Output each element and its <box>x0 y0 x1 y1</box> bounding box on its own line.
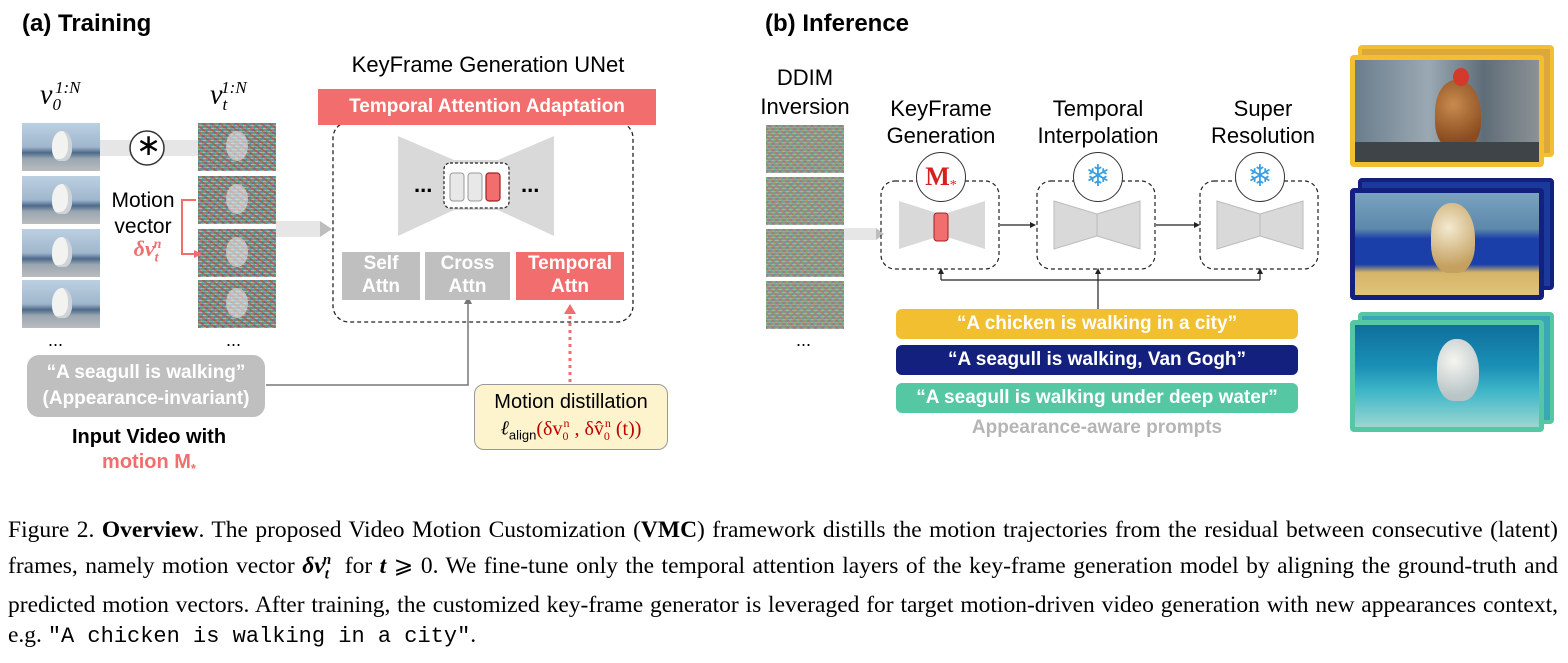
temporal-attention-adaptation: Temporal Attention Adaptation <box>318 89 656 125</box>
chicken-result-image <box>1350 55 1544 167</box>
unet-decoder-shape <box>498 136 554 236</box>
ddim-to-keyframe-band <box>844 228 876 240</box>
noisy-frame <box>198 229 276 277</box>
noisy-frames-ellipsis: ... <box>226 330 242 350</box>
ddim-frame <box>766 229 844 277</box>
appearance-aware-prompts-label: Appearance-aware prompts <box>971 417 1223 438</box>
noisy-frame <box>198 280 276 328</box>
align-loss-formula: ℓalign(δv0n, δv̂0n(t)) <box>500 416 642 443</box>
prompt-connector-line <box>266 302 469 386</box>
prompt-seagull-van-gogh: “A seagull is walking, Van Gogh” <box>896 345 1298 375</box>
motion-distillation-box: Motion distillation ℓalign(δv0n, δv̂0n(t… <box>474 384 668 450</box>
unet-title: KeyFrame Generation UNet <box>351 52 625 77</box>
caption-example-prompt: "A chicken is walking in a city" <box>47 623 471 649</box>
distill-arrowhead <box>564 304 576 314</box>
noisy-frame <box>198 176 276 224</box>
vangogh-result-image <box>1350 188 1544 300</box>
ddim-frames-ellipsis: ... <box>796 330 812 350</box>
input-frame <box>22 123 100 171</box>
input-frame <box>22 280 100 328</box>
keyframe-unet-left <box>899 201 940 249</box>
unet-encoder-shape <box>398 136 454 236</box>
input-frame <box>22 229 100 277</box>
unet-dots-right: ... <box>521 172 540 197</box>
motion-vector-bracket <box>181 199 196 255</box>
caption-title: Overview <box>101 517 199 543</box>
ddim-to-keyframe-arrowhead <box>876 228 884 240</box>
ddim-frame <box>766 177 844 225</box>
sr-unet-right <box>1259 200 1304 250</box>
figure-caption: Figure 2. Overview. The proposed Video M… <box>8 517 1558 649</box>
training-title: (a) Training <box>22 10 152 37</box>
ddim-frame <box>766 125 844 173</box>
ddim-frame <box>766 281 844 329</box>
prompt-seagull-deep-water: “A seagull is walking under deep water” <box>896 383 1298 413</box>
unet-input-band <box>276 221 320 237</box>
sr-unet-left <box>1216 200 1261 250</box>
prompt-chicken-city: “A chicken is walking in a city” <box>896 309 1298 339</box>
input-frame <box>22 176 100 224</box>
inference-diagram-lines <box>844 180 1319 310</box>
unet-dots-left: ... <box>414 172 433 197</box>
unet-input-arrowhead <box>320 221 332 237</box>
motion-vector-label: Motion vector <box>111 189 175 238</box>
underwater-result-image <box>1350 320 1544 432</box>
figure-number: Figure 2. <box>8 517 95 543</box>
interp-unet-left <box>1053 200 1098 250</box>
inference-title: (b) Inference <box>765 10 910 37</box>
snowflake-icon: ❄ <box>1235 152 1285 202</box>
temporal-layer-block <box>485 172 501 202</box>
keyframe-unet-right <box>944 201 985 249</box>
layer-block <box>449 172 465 202</box>
motion-vector-arrowhead <box>194 250 202 258</box>
training-diagram-lines <box>100 121 634 386</box>
prompt-connector-arrowhead <box>464 296 472 304</box>
convolve-circle <box>129 130 165 166</box>
v0-label: v01:N <box>40 78 81 114</box>
appearance-invariant-prompt: “A seagull is walking” (Appearance-invar… <box>27 355 265 417</box>
layer-block <box>467 172 483 202</box>
motion-vector-symbol: δvtn <box>133 236 162 266</box>
interp-unet-right <box>1096 200 1141 250</box>
ddim-inversion-label: DDIM Inversion <box>760 65 850 119</box>
motion-m-star-icon: M* <box>916 152 966 202</box>
motion-distillation-label: Motion distillation <box>494 391 648 413</box>
keyframe-temporal-block <box>933 212 949 242</box>
convolve-symbol: ∗ <box>136 129 162 162</box>
input-frames-ellipsis: ... <box>48 330 64 350</box>
noisy-frame <box>198 123 276 171</box>
input-video-label: Input Video with motion M* <box>71 426 227 476</box>
snowflake-icon: ❄ <box>1073 152 1123 202</box>
vt-label: vt1:N <box>210 78 247 114</box>
